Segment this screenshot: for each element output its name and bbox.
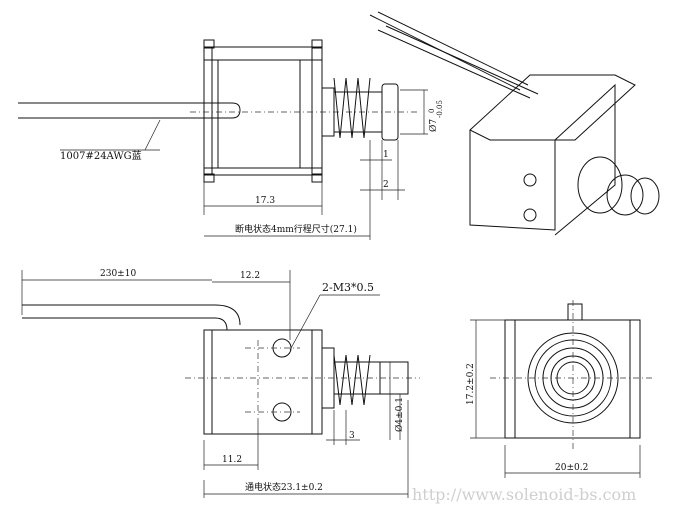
- caption-on-state: 通电状态23.1±0.2: [245, 481, 323, 493]
- bottom-side-view: 230±10 12.2 2-M3*0.5 11.2 3: [21, 269, 420, 498]
- dim-top-diameter-tol: -0.05: [436, 100, 444, 118]
- dim-11-2: 11.2: [222, 455, 242, 465]
- dim-3: 3: [349, 431, 355, 441]
- dim-wire-length: 230±10: [100, 269, 136, 279]
- isometric-view: [369, 11, 660, 236]
- dim-top-2: 2: [383, 180, 389, 190]
- dim-top-diameter: Ø7: [428, 119, 439, 132]
- dim-top-diameter-tol2: 0: [428, 109, 436, 113]
- watermark-url: http://www.solenoid-bs.com: [412, 485, 636, 504]
- dim-height: 17.2±0.2: [466, 363, 476, 405]
- dim-top-length: 17.3: [255, 196, 275, 206]
- dim-width: 20±0.2: [555, 463, 588, 473]
- caption-off-state: 断电状态4mm行程尺寸(27.1): [235, 223, 357, 235]
- dim-top-1: 1: [383, 150, 389, 160]
- top-side-view: 17.3 1 2 Ø7 -0.05 0 1007#24AWG蓝 断电状态4mm行…: [18, 39, 444, 240]
- dim-12-2: 12.2: [240, 271, 260, 281]
- screw-label: 2-M3*0.5: [322, 281, 374, 294]
- front-view: 17.2±0.2 20±0.2: [466, 300, 655, 478]
- wire-spec-label: 1007#24AWG蓝: [60, 150, 142, 162]
- dim-plunger-dia: Ø4±0.1: [394, 397, 405, 432]
